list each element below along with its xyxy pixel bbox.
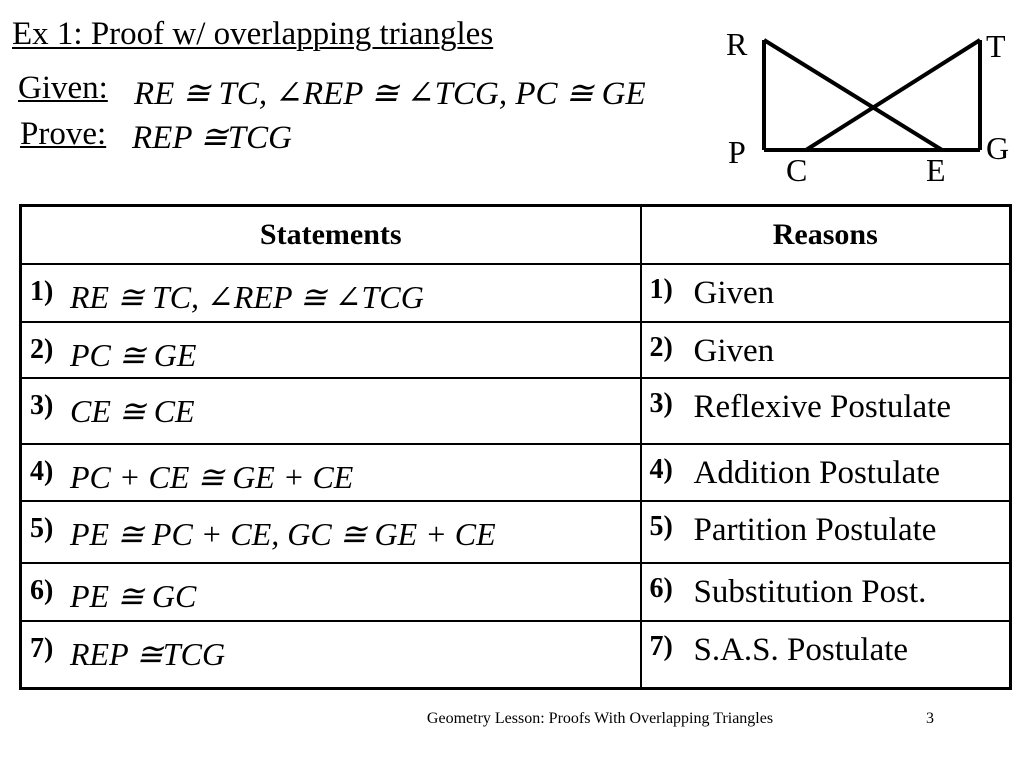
statement-number: 4): [30, 456, 54, 487]
statement-text: PC ≅ GE: [70, 337, 197, 373]
proof-table: Statements Reasons 1) RE ≅ TC, ∠REP ≅ ∠T…: [19, 204, 1012, 690]
given-label: Given:: [18, 70, 108, 106]
proof-row: 7) REP ≅TCG 7) S.A.S. Postulate: [19, 620, 1012, 690]
reason-text: Given: [693, 275, 775, 311]
reason-cell: 3) Reflexive Postulate: [639, 377, 1012, 445]
statement-text: PC + CE ≅ GE + CE: [70, 459, 354, 495]
statement-cell: 4) PC + CE ≅ GE + CE: [19, 443, 642, 502]
statement-number: 7): [30, 633, 54, 664]
given-statement: RE ≅ TC, ∠REP ≅ ∠TCG, PC ≅ GE: [134, 76, 646, 112]
statement-number: 5): [30, 513, 54, 544]
statement-cell: 3) CE ≅ CE: [19, 377, 642, 445]
reason-text: Given: [693, 333, 775, 369]
reason-text: Reflexive Postulate: [693, 389, 952, 425]
proof-row: 2) PC ≅ GE 2) Given: [19, 321, 1012, 379]
statement-number: 6): [30, 575, 54, 606]
statement-text: PE ≅ GC: [70, 578, 197, 614]
proof-row: 5) PE ≅ PC + CE, GC ≅ GE + CE 5) Partiti…: [19, 500, 1012, 564]
statement-cell: 7) REP ≅TCG: [19, 620, 642, 690]
proof-row: 3) CE ≅ CE 3) Reflexive Postulate: [19, 377, 1012, 445]
statements-header: Statements: [19, 204, 642, 265]
prove-label: Prove:: [20, 116, 107, 152]
point-label-p: P: [728, 134, 746, 170]
reason-cell: 5) Partition Postulate: [639, 500, 1012, 564]
triangle-diagram: R T P G C E: [724, 24, 1024, 194]
page-number: 3: [926, 710, 934, 727]
footer-text: Geometry Lesson: Proofs With Overlapping…: [426, 710, 774, 727]
reason-number: 2): [649, 332, 673, 363]
reason-text: Addition Postulate: [693, 455, 941, 491]
proof-row: 6) PE ≅ GC 6) Substitution Post.: [19, 562, 1012, 622]
reason-cell: 1) Given: [639, 263, 1012, 323]
reason-cell: 6) Substitution Post.: [639, 562, 1012, 622]
reason-number: 6): [649, 573, 673, 604]
reason-text: Substitution Post.: [693, 574, 927, 610]
segment-re: [762, 38, 944, 152]
statement-cell: 6) PE ≅ GC: [19, 562, 642, 622]
statement-cell: 2) PC ≅ GE: [19, 321, 642, 379]
reason-cell: 2) Given: [639, 321, 1012, 379]
reason-cell: 4) Addition Postulate: [639, 443, 1012, 502]
reasons-header: Reasons: [639, 204, 1012, 265]
reason-number: 5): [649, 511, 673, 542]
statement-number: 1): [30, 276, 54, 307]
triangle-diagram-svg: [762, 38, 982, 152]
statement-number: 2): [30, 334, 54, 365]
statement-text: REP ≅TCG: [70, 636, 226, 672]
segment-tc: [804, 38, 982, 152]
point-label-r: R: [726, 26, 748, 62]
reason-cell: 7) S.A.S. Postulate: [639, 620, 1012, 690]
point-label-e: E: [926, 152, 946, 188]
point-label-t: T: [986, 28, 1006, 64]
point-label-c: C: [786, 152, 808, 188]
statement-text: RE ≅ TC, ∠REP ≅ ∠TCG: [70, 279, 424, 315]
statement-text: PE ≅ PC + CE, GC ≅ GE + CE: [70, 516, 496, 552]
reason-text: Partition Postulate: [693, 512, 937, 548]
proof-row: 1) RE ≅ TC, ∠REP ≅ ∠TCG 1) Given: [19, 263, 1012, 323]
prove-statement: REP ≅TCG: [132, 120, 292, 156]
proof-row: 4) PC + CE ≅ GE + CE 4) Addition Postula…: [19, 443, 1012, 502]
reason-number: 1): [649, 274, 673, 305]
reason-text: S.A.S. Postulate: [693, 632, 909, 668]
statement-text: CE ≅ CE: [70, 393, 195, 429]
reason-number: 3): [649, 388, 673, 419]
statement-number: 3): [30, 390, 54, 421]
statement-cell: 5) PE ≅ PC + CE, GC ≅ GE + CE: [19, 500, 642, 564]
point-label-g: G: [986, 130, 1010, 166]
slide-title: Ex 1: Proof w/ overlapping triangles: [12, 16, 494, 52]
reason-number: 7): [649, 631, 673, 662]
proof-table-header-row: Statements Reasons: [19, 204, 1012, 265]
statement-cell: 1) RE ≅ TC, ∠REP ≅ ∠TCG: [19, 263, 642, 323]
reason-number: 4): [649, 454, 673, 485]
